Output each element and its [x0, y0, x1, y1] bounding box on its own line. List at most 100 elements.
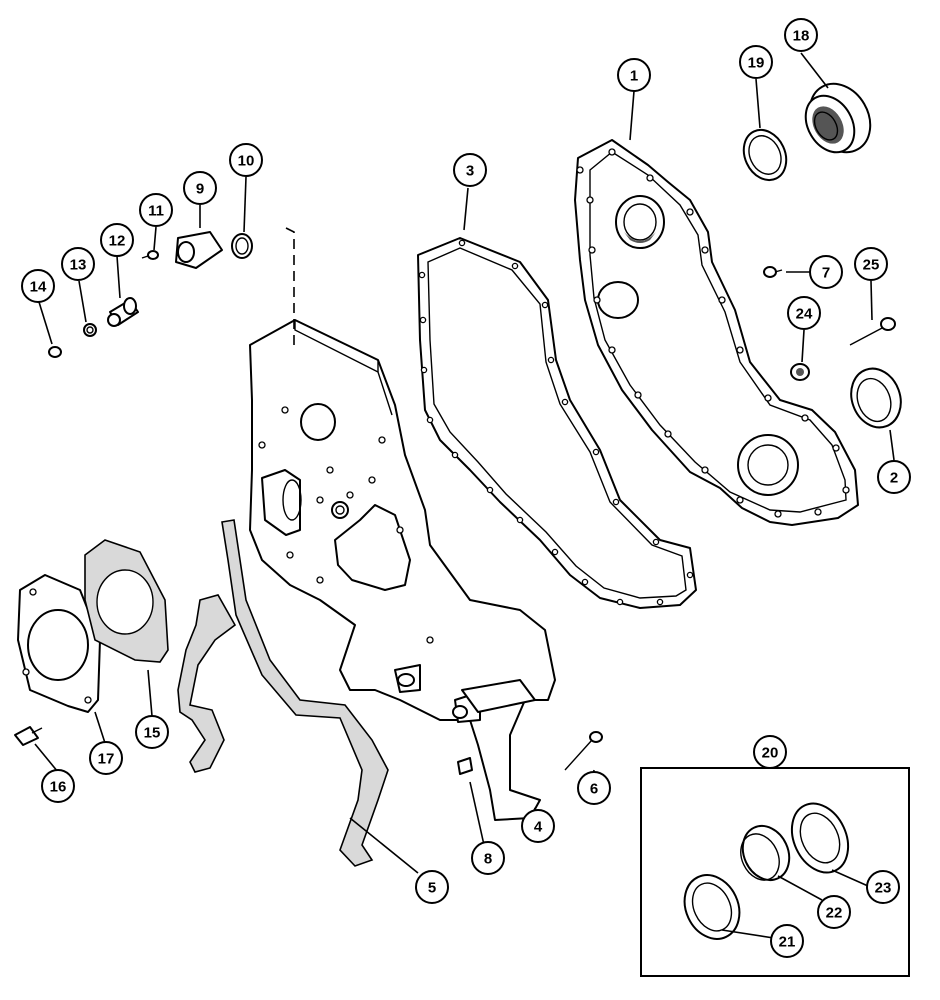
callout-15: 15 [135, 715, 169, 749]
callout-number: 11 [148, 203, 164, 220]
callout-circle [809, 255, 843, 289]
callout-number: 23 [875, 880, 892, 897]
callout-circle [139, 193, 173, 227]
callout-number: 21 [779, 934, 796, 951]
seal-kit-box [640, 767, 910, 977]
callout-circle [453, 153, 487, 187]
part-2-seal [850, 367, 902, 429]
callout-number: 9 [196, 181, 204, 198]
callout-number: 5 [428, 880, 436, 897]
callout-circle [89, 741, 123, 775]
callout-circle [854, 247, 888, 281]
callout-number: 2 [890, 470, 898, 487]
callout-7: 7 [809, 255, 843, 289]
gasket-bolt-holes [418, 239, 694, 606]
callout-number: 15 [144, 725, 161, 742]
access-cover-gasket [84, 539, 169, 663]
part-9-elbow [175, 231, 223, 269]
callout-13: 13 [61, 247, 95, 281]
callout-number: 3 [466, 163, 474, 180]
callout-circle [739, 45, 773, 79]
access-cover-plate [17, 574, 101, 713]
callout-circle [183, 171, 217, 205]
callout-number: 20 [762, 745, 779, 762]
callout-number: 16 [50, 779, 67, 796]
part-14-nut [48, 346, 62, 358]
cover-bolt-holes [576, 148, 850, 518]
callout-circle [784, 18, 818, 52]
callout-4: 4 [521, 809, 555, 843]
callout-11: 11 [139, 193, 173, 227]
callout-17: 17 [89, 741, 123, 775]
callout-21: 21 [770, 924, 804, 958]
part-22-sleeve [740, 824, 791, 882]
part-10-oring [231, 233, 253, 259]
gear-cover-plate [574, 139, 859, 526]
callout-circle [770, 924, 804, 958]
callout-number: 10 [238, 153, 255, 170]
callout-number: 8 [484, 851, 492, 868]
part-6-capscrew [564, 731, 603, 771]
part-24-plug [790, 363, 810, 381]
callout-number: 1 [630, 68, 638, 85]
part-12-fitting [107, 297, 139, 327]
callout-circle [866, 870, 900, 904]
housing-bolt-holes [258, 406, 434, 644]
part-7-bolt [763, 266, 783, 278]
callout-circle [617, 58, 651, 92]
callout-circle [817, 895, 851, 929]
part-8-dowel [457, 757, 473, 775]
callout-10: 10 [229, 143, 263, 177]
callout-8: 8 [471, 841, 505, 875]
part-23-seal [790, 802, 850, 874]
callout-22: 22 [817, 895, 851, 929]
part-25-bolt [849, 317, 896, 346]
callout-circle [577, 771, 611, 805]
callout-23: 23 [866, 870, 900, 904]
callout-6: 6 [577, 771, 611, 805]
part-13-ring [83, 323, 97, 337]
callout-number: 19 [748, 55, 765, 72]
part-11-screw [141, 250, 159, 260]
callout-3: 3 [453, 153, 487, 187]
callout-16: 16 [41, 769, 75, 803]
callout-circle [229, 143, 263, 177]
callout-number: 13 [70, 257, 87, 274]
callout-18: 18 [784, 18, 818, 52]
callout-labels: 1234567891011121314151617181920212223242… [21, 18, 911, 958]
callout-1: 1 [617, 58, 651, 92]
callout-circle [135, 715, 169, 749]
leader-lines [34, 52, 895, 940]
callout-25: 25 [854, 247, 888, 281]
callout-20: 20 [753, 735, 787, 769]
alignment-dashed-line [285, 227, 295, 345]
lower-gasket [177, 519, 389, 867]
callout-9: 9 [183, 171, 217, 205]
callout-circle [787, 296, 821, 330]
callout-19: 19 [739, 45, 773, 79]
callout-number: 18 [793, 28, 810, 45]
callout-12: 12 [100, 223, 134, 257]
callout-number: 12 [109, 233, 126, 250]
callout-14: 14 [21, 269, 55, 303]
callout-circle [61, 247, 95, 281]
callout-number: 24 [796, 306, 813, 323]
callout-circle [471, 841, 505, 875]
callout-number: 6 [590, 781, 598, 798]
callout-number: 4 [534, 819, 543, 836]
part-16-screw [14, 726, 43, 746]
callout-5: 5 [415, 870, 449, 904]
gear-housing [249, 319, 556, 821]
callout-circle [877, 460, 911, 494]
callout-circle [753, 735, 787, 769]
callout-2: 2 [877, 460, 911, 494]
callout-number: 25 [863, 257, 880, 274]
callout-circle [521, 809, 555, 843]
cover-gasket [417, 237, 697, 609]
part-18-seal [804, 82, 872, 154]
callout-24: 24 [787, 296, 821, 330]
callout-circle [100, 223, 134, 257]
part-19-ring [742, 128, 788, 182]
callout-circle [415, 870, 449, 904]
